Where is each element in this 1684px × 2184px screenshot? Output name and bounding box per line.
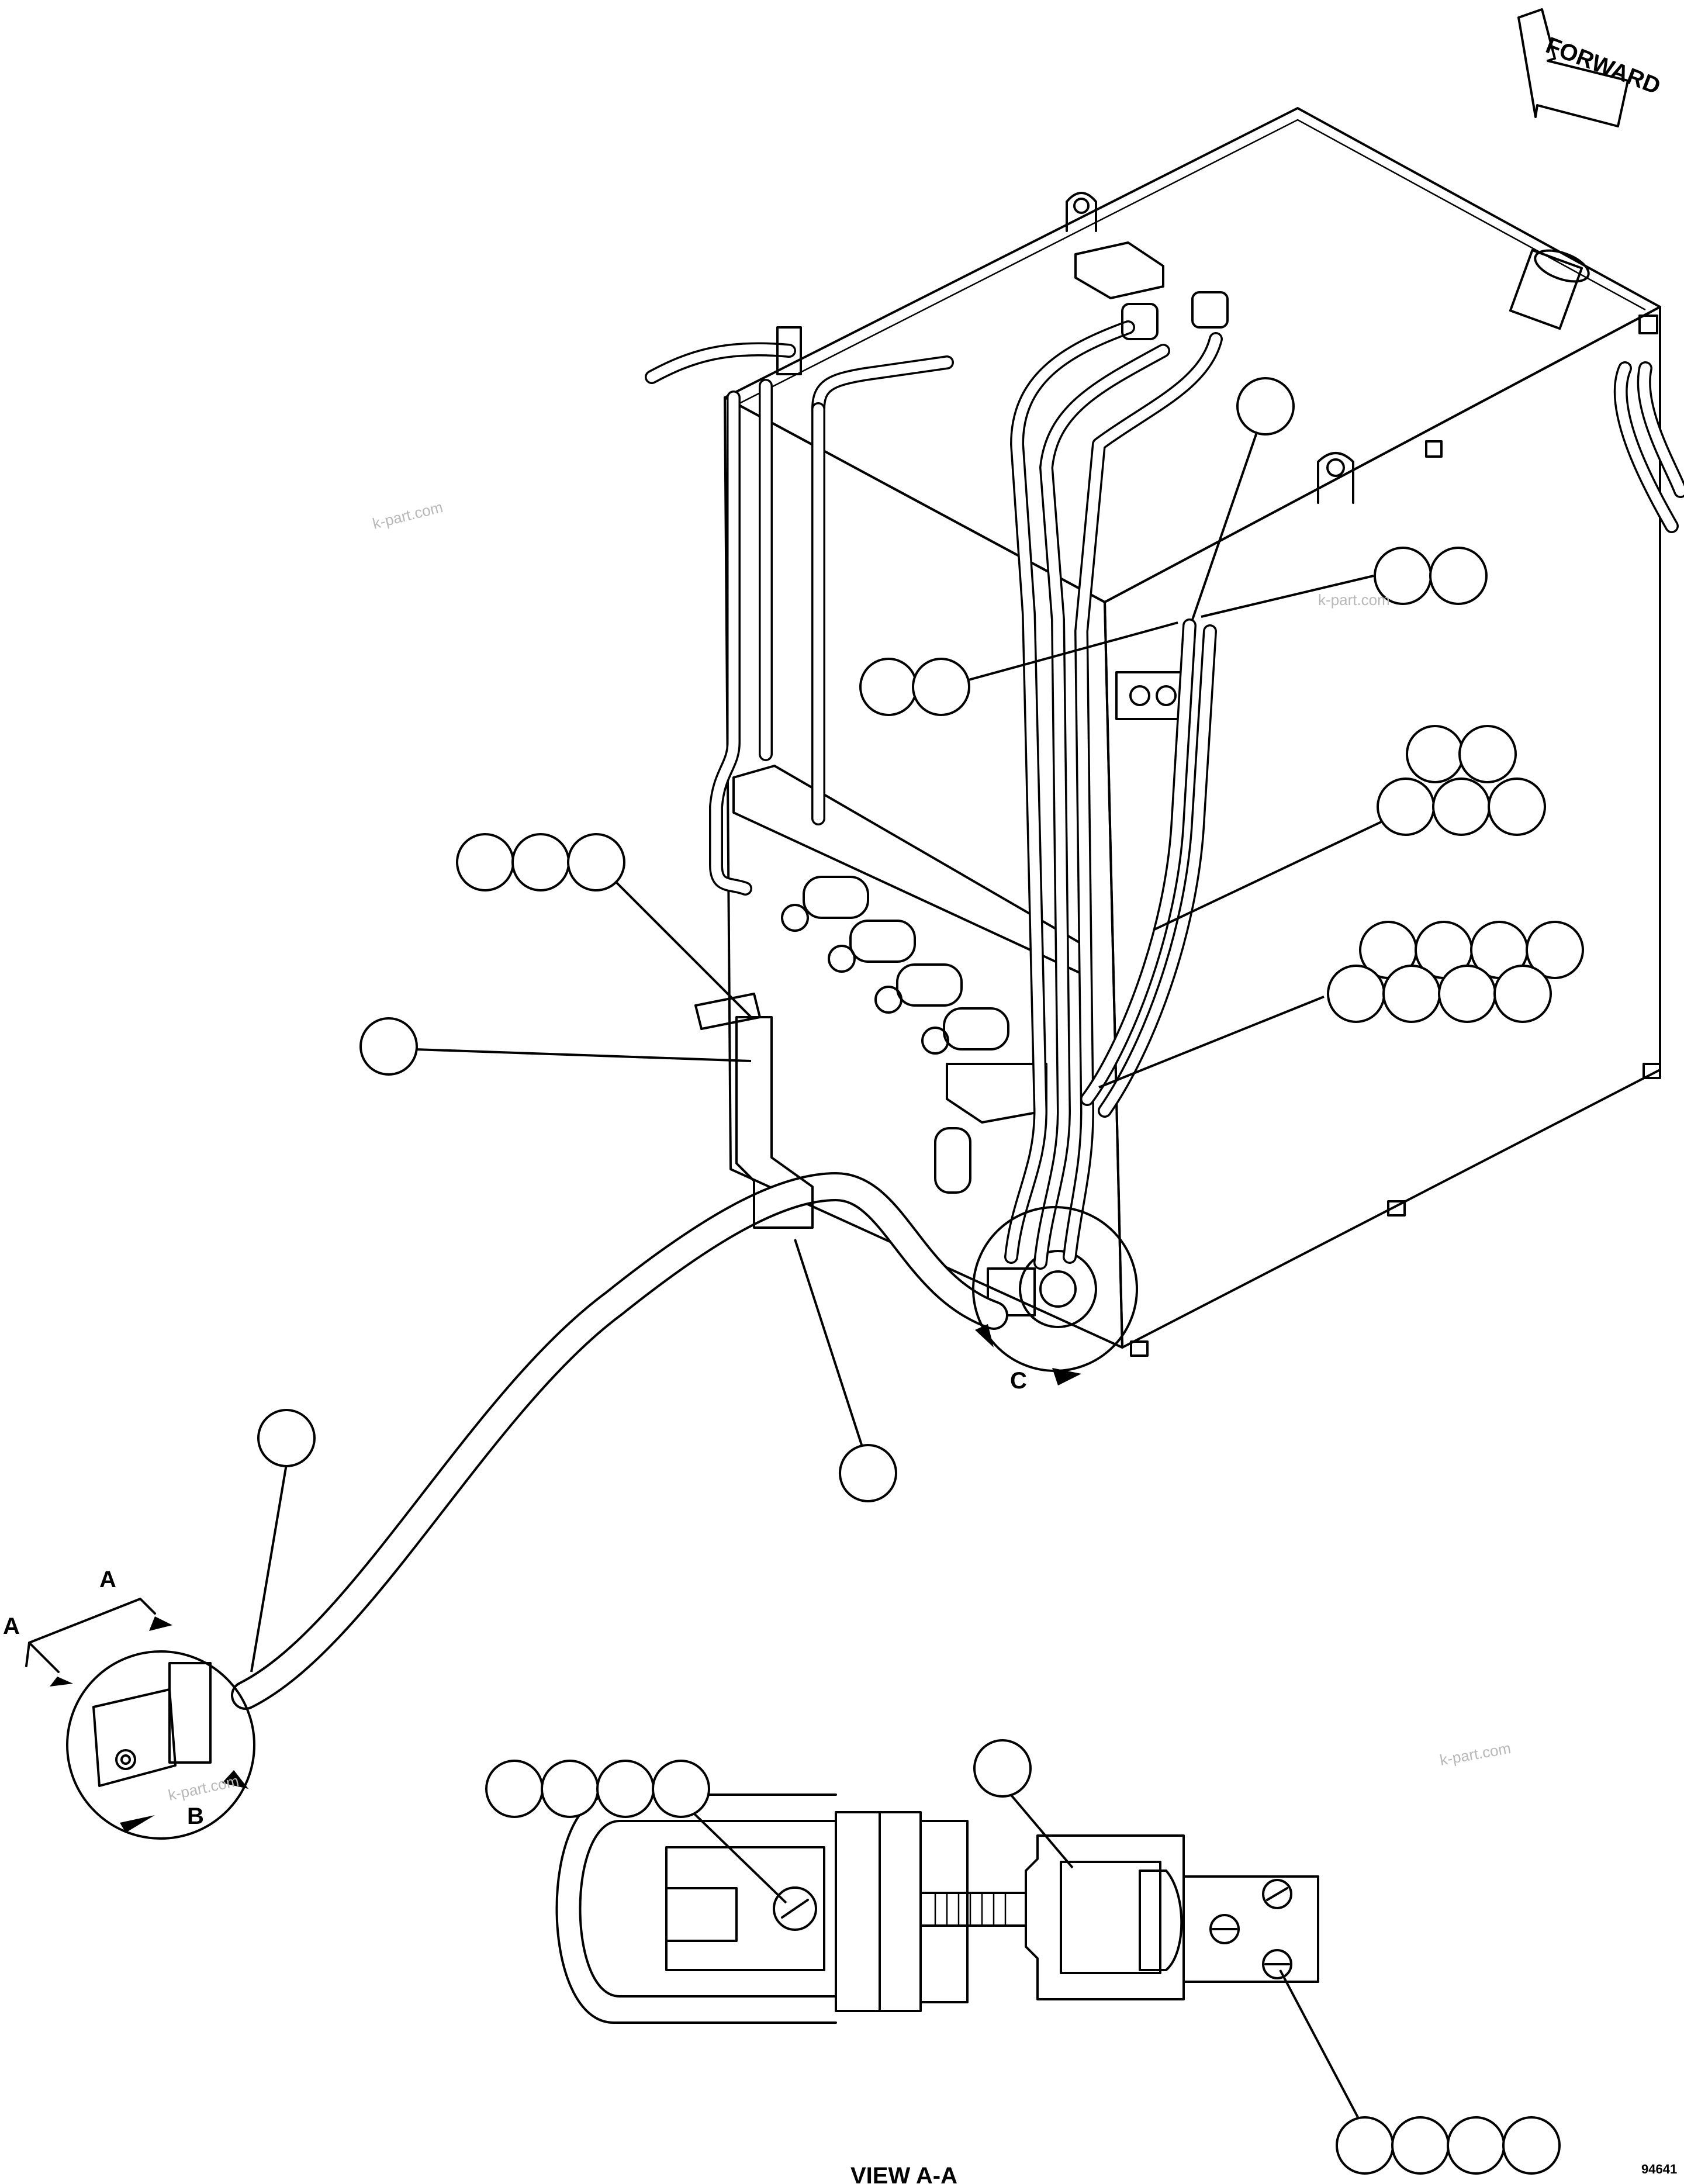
callout-bubble — [912, 658, 970, 716]
hose-support-bracket — [735, 1016, 814, 1229]
callout-bubble — [1447, 2116, 1505, 2175]
callout-bubble — [1377, 777, 1435, 836]
callout-bubble — [1493, 965, 1552, 1023]
callout-bubble — [1406, 725, 1464, 783]
callout-bubble — [973, 1739, 1032, 1798]
lifting-eye — [1066, 192, 1097, 232]
callout-bubble — [1488, 777, 1546, 836]
callout-bubble — [1236, 377, 1295, 436]
callout-bubble — [359, 1017, 418, 1076]
section-label-b: B — [187, 1803, 204, 1829]
callout-bubble — [1526, 921, 1584, 979]
leader-lines — [250, 432, 1383, 2126]
callout-bubbles — [257, 377, 1584, 2175]
callout-bubble — [1336, 2116, 1394, 2175]
solenoid-valve — [781, 876, 869, 932]
callout-bubble — [485, 1760, 544, 1818]
callout-bubble — [859, 658, 918, 716]
callout-bubble — [652, 1760, 710, 1818]
callout-bubble — [1382, 965, 1441, 1023]
detail-c-marker: C — [972, 1206, 1138, 1394]
callout-bubble — [511, 833, 570, 891]
callout-bubble — [1327, 965, 1385, 1023]
watermark: k-part.com — [1318, 591, 1390, 609]
filler-cap — [1509, 248, 1590, 330]
hose-end-fitting: B — [66, 1650, 255, 1840]
pump-assembly — [987, 1250, 1097, 1328]
section-label-c: C — [1010, 1368, 1027, 1394]
callout-bubble — [1458, 725, 1517, 783]
forward-label: FORWARD — [1543, 32, 1664, 99]
callout-bubble — [596, 1760, 655, 1818]
section-label-a-left: A — [3, 1613, 20, 1639]
solenoid-valve — [828, 920, 916, 973]
callout-bubble — [1391, 2116, 1450, 2175]
view-title: VIEW A-A — [850, 2163, 957, 2184]
callout-bubble — [1438, 965, 1496, 1023]
callout-bubble — [257, 1409, 316, 1467]
view-a-a-detail: VIEW A-A — [555, 1793, 1319, 2184]
watermark: k-part.com — [371, 498, 444, 533]
solenoid-valve — [921, 1007, 1009, 1055]
section-label-a-top: A — [99, 1567, 116, 1592]
watermark: k-part.com — [1439, 1739, 1512, 1769]
callout-bubble — [567, 833, 625, 891]
forward-arrow: FORWARD — [1517, 8, 1664, 127]
callout-bubble — [541, 1760, 599, 1818]
watermark: k-part.com — [167, 1772, 240, 1804]
threaded-rod — [919, 1892, 1027, 1927]
drawing-code: 94641 — [1641, 2162, 1677, 2176]
callout-bubble — [1432, 777, 1491, 836]
section-a-arrows: A A — [3, 1567, 172, 1687]
callout-bubble — [839, 1444, 897, 1502]
callout-bubble — [456, 833, 514, 891]
lifting-eye — [1317, 452, 1354, 504]
callout-bubble — [1502, 2116, 1561, 2175]
hose-routing — [231, 291, 1684, 1710]
solenoid-valve — [874, 963, 963, 1014]
callout-bubble — [1429, 547, 1488, 605]
